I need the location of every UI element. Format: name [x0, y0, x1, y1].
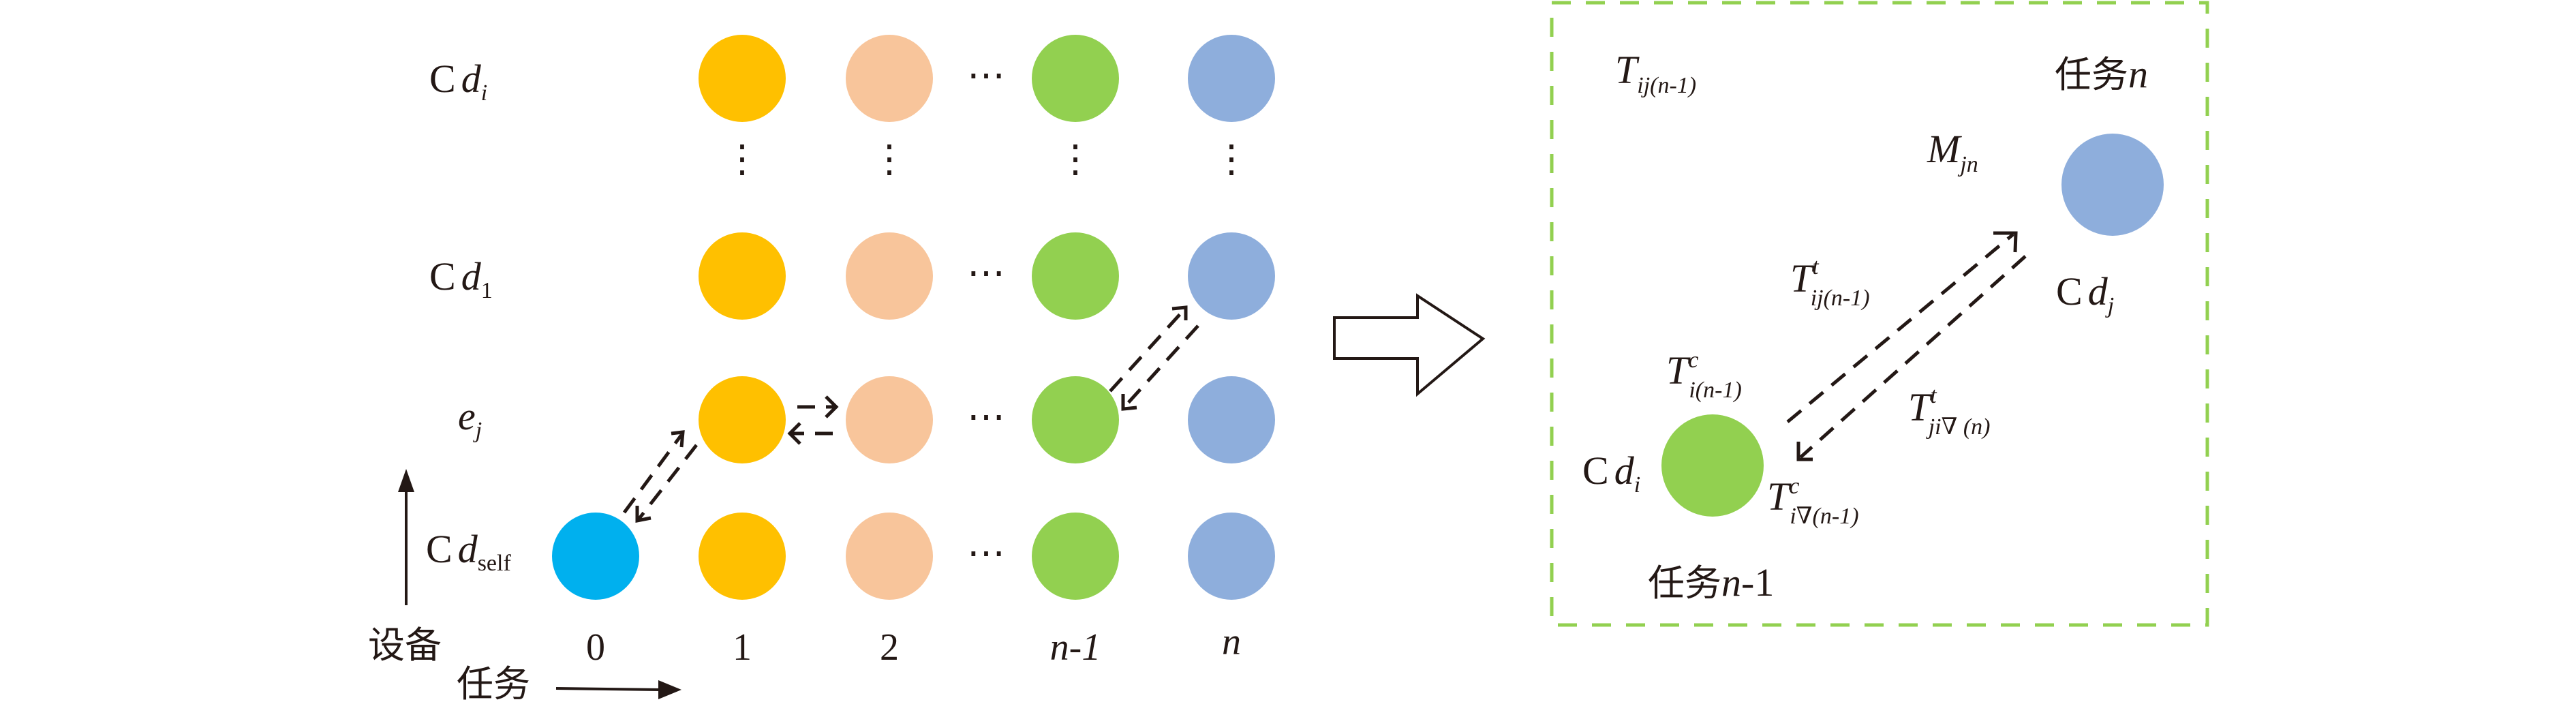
vdots-col1: ⋮	[723, 138, 761, 181]
offload-arrows-self-to-ej	[622, 430, 698, 523]
label-M-jn: Mjn	[1927, 127, 1978, 177]
task-n-1-label: 任务n-1	[1648, 560, 1774, 605]
transfer-arrows-task1-task2	[787, 395, 839, 445]
task-node-row3-col3	[1032, 513, 1119, 600]
task-node-row1-col1	[699, 232, 786, 320]
task-axis-arrowhead-icon	[658, 680, 681, 699]
task-circles	[552, 35, 1275, 600]
task-node-row0-col4	[1188, 35, 1275, 122]
task-n-node	[2061, 134, 2164, 236]
column-label-1: 1	[733, 626, 752, 669]
device-axis-arrowhead-icon	[398, 469, 414, 492]
task-node-row0-col3	[1032, 35, 1119, 122]
task-axis-line	[555, 687, 660, 691]
transition-arrow-icon	[1333, 293, 1486, 397]
column-label-2: 2	[880, 626, 899, 669]
task-node-row3-col2	[846, 513, 933, 600]
task-node-row2-col2	[846, 376, 933, 463]
vdots-col3: ⋮	[1056, 138, 1094, 181]
task-node-row1-col4	[1188, 232, 1275, 320]
task-node-row3-col1	[699, 513, 786, 600]
task-n-label: 任务n	[2055, 52, 2148, 96]
vdots-col2: ⋮	[870, 138, 908, 181]
column-label-0: 0	[586, 626, 605, 669]
ellipsis-row0: ⋯	[967, 55, 1005, 97]
task-node-row3-col0	[552, 513, 639, 600]
task-node-row2-col1	[699, 376, 786, 463]
label-T-ij: Tij(n-1)	[1615, 48, 1696, 98]
row-label-e-j: ej	[458, 394, 482, 443]
task-n-1-node	[1661, 414, 1764, 517]
column-label-n: n	[1222, 621, 1241, 663]
task-axis-label: 任务	[457, 662, 530, 702]
device-axis-label: 设备	[368, 624, 442, 667]
task-node-row0-col2	[846, 35, 933, 122]
vdots-col4: ⋮	[1212, 138, 1251, 181]
task-node-row2-col3	[1032, 376, 1119, 463]
transfer-arrows-detail	[1786, 231, 2027, 461]
task-node-row2-col4	[1188, 376, 1275, 463]
detail-box	[1550, 1, 2209, 627]
column-label-n-1: n-1	[1050, 626, 1101, 669]
ellipsis-row3: ⋯	[967, 532, 1005, 575]
task-node-row1-col3	[1032, 232, 1119, 320]
ellipsis-row1: ⋯	[967, 252, 1005, 294]
transfer-arrows-taskn1-taskn	[1109, 305, 1199, 411]
ellipsis-row2: ⋯	[967, 396, 1005, 438]
ellipsis-marks: ⋯ ⋯ ⋯ ⋯ ⋮ ⋮ ⋮ ⋮	[723, 55, 1251, 575]
task-node-row3-col4	[1188, 513, 1275, 600]
task-node-row1-col2	[846, 232, 933, 320]
task-node-row0-col1	[699, 35, 786, 122]
